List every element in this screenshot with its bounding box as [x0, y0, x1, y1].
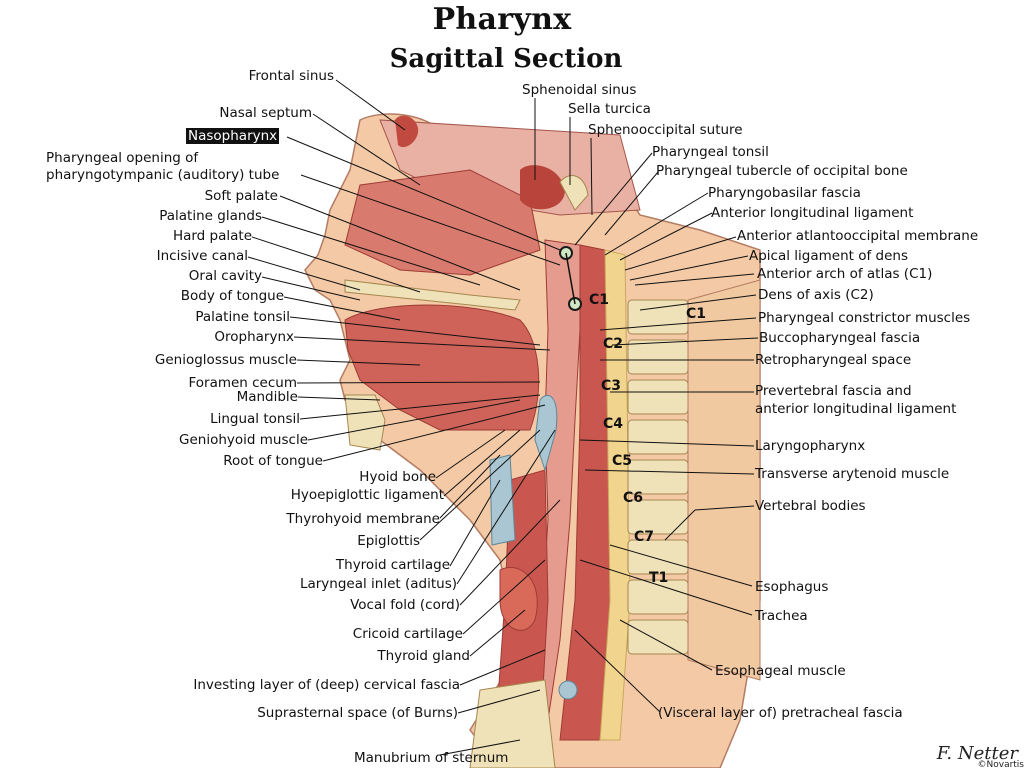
vertebra-label-c1-marker: C1: [589, 292, 609, 308]
label-prevertebral-fascia-line1: Prevertebral fascia and: [755, 383, 912, 399]
label-anterior-arch-of-atlas: Anterior arch of atlas (C1): [757, 266, 932, 282]
label-buccopharyngeal-fascia: Buccopharyngeal fascia: [759, 330, 920, 346]
label-sella-turcica: Sella turcica: [568, 101, 651, 117]
label-palatine-tonsil: Palatine tonsil: [195, 309, 290, 325]
label-thyrohyoid-membrane: Thyrohyoid membrane: [286, 511, 440, 527]
label-nasal-septum: Nasal septum: [219, 105, 312, 121]
label-palatine-glands: Palatine glands: [159, 208, 262, 224]
label-esophagus: Esophagus: [755, 579, 828, 595]
label-retropharyngeal-space: Retropharyngeal space: [755, 352, 911, 368]
label-prevertebral-fascia-line2: anterior longitudinal ligament: [755, 401, 956, 417]
label-laryngopharynx: Laryngopharynx: [755, 438, 865, 454]
label-hard-palate: Hard palate: [173, 228, 252, 244]
label-transverse-arytenoid-muscle: Transverse arytenoid muscle: [755, 466, 949, 482]
label-sphenoidal-sinus: Sphenoidal sinus: [522, 82, 636, 98]
label-anterior-longitudinal-ligament: Anterior longitudinal ligament: [711, 205, 913, 221]
label-suprasternal-space: Suprasternal space (of Burns): [257, 705, 458, 721]
label-anterior-atlantooccipital-membrane: Anterior atlantooccipital membrane: [737, 228, 978, 244]
vertebra-label-c7: C7: [634, 529, 654, 545]
label-trachea: Trachea: [755, 608, 808, 624]
label-pharyngeal-opening-line2: pharyngotympanic (auditory) tube: [46, 167, 279, 183]
label-soft-palate: Soft palate: [205, 188, 278, 204]
label-manubrium-of-sternum: Manubrium of sternum: [354, 750, 508, 766]
label-hyoid-bone: Hyoid bone: [359, 469, 436, 485]
label-root-of-tongue: Root of tongue: [223, 453, 323, 469]
page-title: Pharynx: [0, 2, 1004, 37]
vertebra-label-c2: C2: [603, 336, 623, 352]
vertebra-label-t1: T1: [649, 570, 668, 586]
label-cricoid-cartilage: Cricoid cartilage: [353, 626, 463, 642]
label-oropharynx: Oropharynx: [214, 329, 294, 345]
label-sphenooccipital-suture: Sphenooccipital suture: [588, 122, 743, 138]
label-vocal-fold: Vocal fold (cord): [350, 597, 460, 613]
label-pretracheal-fascia: (Visceral layer of) pretracheal fascia: [658, 705, 903, 721]
label-vertebral-bodies: Vertebral bodies: [755, 498, 866, 514]
label-pharyngobasilar-fascia: Pharyngobasilar fascia: [708, 185, 861, 201]
label-pharyngeal-tonsil: Pharyngeal tonsil: [652, 144, 769, 160]
label-genioglossus-muscle: Genioglossus muscle: [155, 352, 297, 368]
thyroid-cartilage-shape: [490, 455, 515, 545]
label-body-of-tongue: Body of tongue: [181, 288, 284, 304]
label-pharyngeal-tubercle: Pharyngeal tubercle of occipital bone: [656, 163, 908, 179]
label-frontal-sinus: Frontal sinus: [249, 68, 334, 84]
label-esophageal-muscle: Esophageal muscle: [715, 663, 846, 679]
vertebra-label-c1: C1: [686, 306, 706, 322]
vertebral-column: [628, 280, 760, 680]
label-investing-layer: Investing layer of (deep) cervical fasci…: [193, 677, 460, 693]
vertebra-label-c6: C6: [623, 490, 643, 506]
label-oral-cavity: Oral cavity: [189, 268, 262, 284]
label-thyroid-cartilage: Thyroid cartilage: [336, 557, 450, 573]
vertebra-label-c4: C4: [603, 416, 623, 432]
label-hyoepiglottic-ligament: Hyoepiglottic ligament: [291, 487, 444, 503]
vertebra-label-c3: C3: [601, 378, 621, 394]
label-thyroid-gland: Thyroid gland: [377, 648, 470, 664]
label-incisive-canal: Incisive canal: [157, 248, 248, 264]
page-subtitle: Sagittal Section: [0, 44, 1012, 74]
label-mandible: Mandible: [237, 389, 298, 405]
label-pharyngeal-opening-line1: Pharyngeal opening of: [46, 150, 198, 166]
label-pharyngeal-constrictor-muscles: Pharyngeal constrictor muscles: [758, 310, 970, 326]
label-lingual-tonsil: Lingual tonsil: [210, 411, 300, 427]
label-epiglottis: Epiglottis: [357, 533, 420, 549]
label-apical-ligament-of-dens: Apical ligament of dens: [749, 248, 908, 264]
vertebra-label-c5: C5: [612, 453, 632, 469]
cricoid-cartilage-shape: [559, 681, 577, 699]
label-geniohyoid-muscle: Geniohyoid muscle: [179, 432, 308, 448]
copyright-mark: ©Novartis: [978, 760, 1024, 770]
label-dens-of-axis: Dens of axis (C2): [758, 287, 874, 303]
label-laryngeal-inlet: Laryngeal inlet (aditus): [300, 576, 457, 592]
label-nasopharynx: Nasopharynx: [186, 128, 279, 144]
